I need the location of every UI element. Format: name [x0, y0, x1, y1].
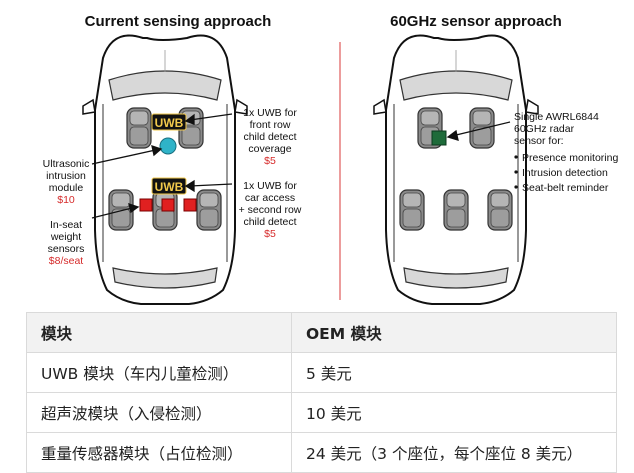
svg-text:$10: $10	[57, 194, 75, 206]
weight-sensor-icon	[183, 198, 197, 212]
table-cell-cost: 10 美元	[291, 392, 617, 433]
table-cell-module: 超声波模块（入侵检测）	[26, 392, 292, 433]
table-header-oem-module: OEM 模块	[291, 312, 617, 353]
svg-text:UWB: UWB	[155, 116, 184, 130]
table-cell-module: 重量传感器模块（占位检测）	[26, 432, 292, 473]
uwb-module-rear: UWB	[151, 177, 187, 195]
svg-text:Ultrasonic: Ultrasonic	[43, 158, 90, 170]
ultrasonic-module-icon	[159, 137, 177, 155]
svg-text:child detect: child detect	[243, 216, 296, 228]
callout-radar: Single AWRL6844 60GHz radar sensor for: …	[514, 111, 618, 194]
sensing-comparison-diagram: Current sensing approach 60GHz sensor ap…	[43, 13, 618, 312]
weight-sensors	[139, 198, 197, 212]
svg-text:$5: $5	[264, 228, 276, 240]
svg-text:car access: car access	[245, 192, 295, 204]
left-panel-title: Current sensing approach	[85, 13, 272, 30]
radar-feature-bullet: Seat-belt reminder	[522, 182, 609, 194]
table-cell-cost: 24 美元（3 个座位，每个座位 8 美元）	[291, 432, 617, 473]
radar-feature-bullet: Intrusion detection	[522, 167, 608, 179]
cost-comparison-table: 模块 OEM 模块 UWB 模块（车内儿童检测） 5 美元 超声波模块（入侵检测…	[26, 312, 617, 473]
table-row: 重量传感器模块（占位检测） 24 美元（3 个座位，每个座位 8 美元）	[26, 432, 617, 473]
svg-text:60GHz radar: 60GHz radar	[514, 123, 575, 135]
callout-ultrasonic: Ultrasonic intrusion module $10	[43, 158, 90, 206]
svg-text:module: module	[49, 182, 84, 194]
svg-text:1x UWB for: 1x UWB for	[243, 107, 297, 119]
svg-text:$8/seat: $8/seat	[49, 255, 84, 267]
weight-sensor-icon	[161, 198, 175, 212]
svg-text:weight: weight	[50, 231, 81, 243]
table-header-row: 模块 OEM 模块	[26, 312, 617, 353]
radar-feature-bullet: Presence monitoring	[522, 152, 618, 164]
right-panel-title: 60GHz sensor approach	[390, 13, 562, 30]
callout-weight-sensors: In-seat weight sensors $8/seat	[48, 219, 85, 267]
svg-text:intrusion: intrusion	[46, 170, 86, 182]
radar-sensor-icon	[431, 130, 447, 146]
table-header-module: 模块	[26, 312, 292, 353]
svg-text:Single AWRL6844: Single AWRL6844	[514, 111, 599, 123]
svg-text:In-seat: In-seat	[50, 219, 82, 231]
svg-text:child detect: child detect	[243, 131, 296, 143]
table-cell-module: UWB 模块（车内儿童检测）	[26, 352, 292, 393]
uwb-module-front: UWB	[151, 113, 187, 131]
car-left-top-view	[83, 36, 247, 305]
svg-text:$5: $5	[264, 155, 276, 167]
svg-text:UWB: UWB	[155, 180, 184, 194]
svg-text:front row: front row	[250, 119, 291, 131]
car-right-top-view	[374, 36, 538, 305]
callout-uwb-front: 1x UWB for front row child detect covera…	[243, 107, 297, 167]
svg-text:1x UWB for: 1x UWB for	[243, 180, 297, 192]
weight-sensor-icon	[139, 198, 153, 212]
table-cell-cost: 5 美元	[291, 352, 617, 393]
svg-text:sensors: sensors	[48, 243, 85, 255]
callout-uwb-rear: 1x UWB for car access + second row child…	[239, 180, 302, 240]
svg-text:coverage: coverage	[248, 143, 291, 155]
table-row: UWB 模块（车内儿童检测） 5 美元	[26, 352, 617, 393]
svg-text:+ second row: + second row	[239, 204, 302, 216]
svg-text:sensor for:: sensor for:	[514, 135, 564, 147]
table-row: 超声波模块（入侵检测） 10 美元	[26, 392, 617, 433]
